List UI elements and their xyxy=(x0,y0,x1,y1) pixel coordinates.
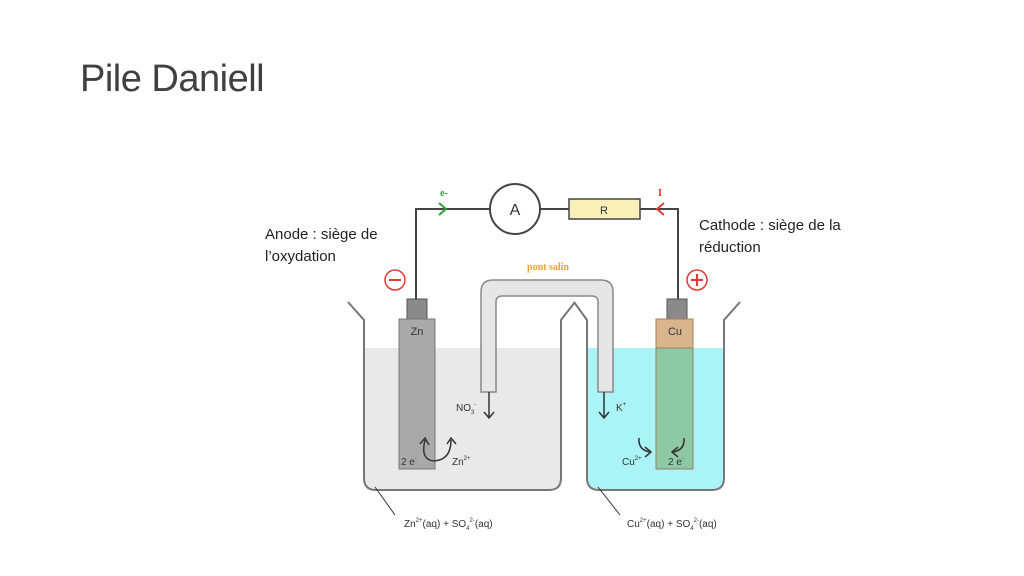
zn-oxidation-curved-arrow-icon xyxy=(422,439,452,462)
zn-electrode-label: Zn xyxy=(411,326,424,338)
resistor xyxy=(568,198,641,220)
resistor-label: R xyxy=(600,205,608,217)
right-ion-label: K+ xyxy=(616,402,627,414)
zn-left-arrowhead-icon xyxy=(419,436,430,446)
electron-label: e- xyxy=(440,188,448,199)
ammeter-label: A xyxy=(510,202,521,219)
left-solution xyxy=(364,348,561,490)
cathode-note-line1: Cathode : siège de la xyxy=(699,217,841,234)
cu-electrode-lower xyxy=(655,347,694,470)
cu-electrode-upper xyxy=(655,318,694,349)
zn-electrode xyxy=(398,318,436,470)
current-arrow-icon xyxy=(655,202,665,216)
current-label: I xyxy=(658,187,662,199)
cathode-note: Cathode : siège de la réduction xyxy=(699,215,841,259)
cu-clamp xyxy=(666,298,688,320)
cathode-note-line2: réduction xyxy=(699,239,761,256)
left-beaker xyxy=(347,301,576,491)
right-solution-label: Cu2+(aq) + SO42-(aq) xyxy=(627,518,717,532)
left-electrons-label: 2 e- xyxy=(401,456,417,468)
anode-note-line1: Anode : siège de xyxy=(265,226,378,243)
anode-note: Anode : siège de l’oxydation xyxy=(265,224,378,268)
cu-electrode-label: Cu xyxy=(668,326,682,338)
zn-clamp xyxy=(406,298,428,320)
left-ion-product-label: Zn2+ xyxy=(452,456,471,468)
left-ion-label: NO3- xyxy=(456,402,476,416)
external-wire xyxy=(415,208,679,299)
slide-title: Pile Daniell xyxy=(80,58,265,100)
right-solution-pointer xyxy=(597,486,621,516)
left-solution-pointer xyxy=(374,486,396,516)
left-solution-label: Zn2+(aq) + SO42-(aq) xyxy=(404,518,493,532)
salt-bridge xyxy=(480,279,614,393)
k-down-arrow-icon xyxy=(598,392,610,420)
plus-circle-icon xyxy=(686,269,708,291)
minus-circle-icon xyxy=(384,269,406,291)
right-beaker xyxy=(573,301,741,491)
cu-reduction-curved-arrow-icon xyxy=(638,437,685,453)
right-ion-reactant-label: Cu2+ xyxy=(622,456,642,468)
no3-down-arrow-icon xyxy=(483,392,495,420)
electron-flow-arrow-icon xyxy=(438,202,448,216)
zn-right-arrowhead-icon xyxy=(446,436,457,445)
cu-left-arrowhead-icon xyxy=(644,446,653,458)
cu-right-arrowhead-icon xyxy=(670,446,679,458)
salt-bridge-label: pont salin xyxy=(527,262,569,273)
right-electrons-label: 2 e- xyxy=(668,456,684,468)
ammeter xyxy=(489,183,541,235)
anode-note-line2: l’oxydation xyxy=(265,248,336,265)
